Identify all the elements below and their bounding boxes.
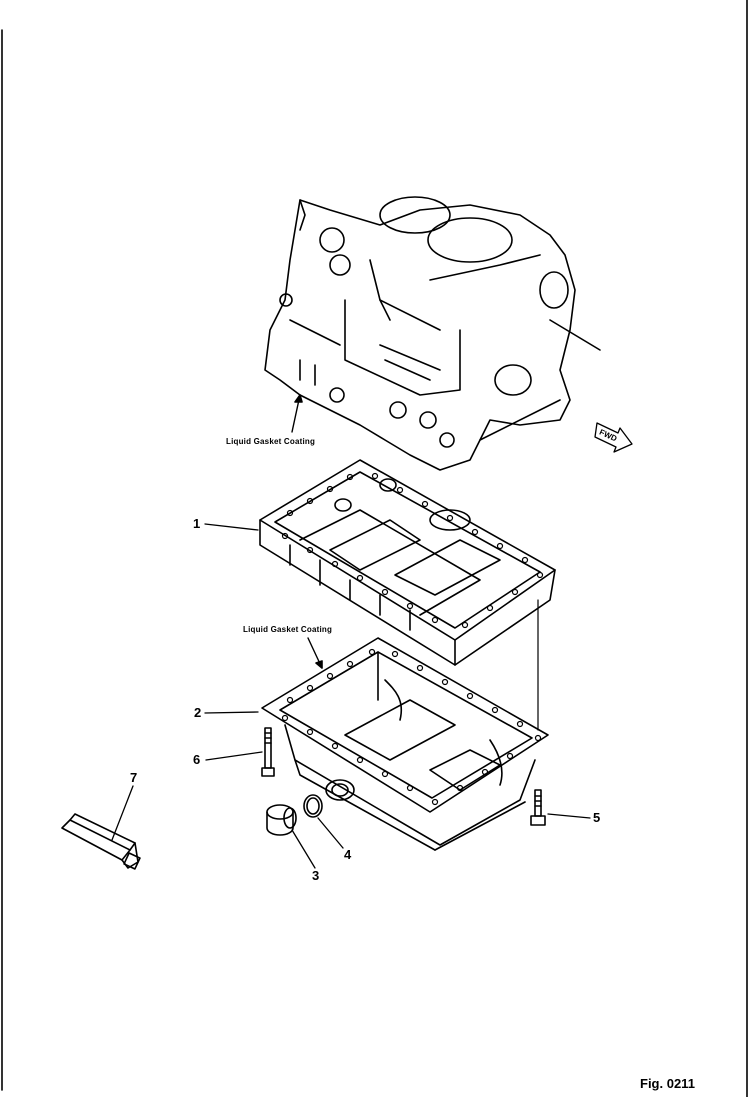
leader-block-coating xyxy=(291,394,303,433)
gasket-tube-7 xyxy=(61,813,141,870)
pan-coating-note: Liquid Gasket Coating xyxy=(243,625,333,634)
part-number-7: 7 xyxy=(130,770,138,785)
part-number-1: 1 xyxy=(193,516,201,531)
fwd-arrow xyxy=(594,422,633,453)
oil-pan-lower xyxy=(261,637,549,851)
o-ring-4 xyxy=(303,794,323,818)
bolt-5 xyxy=(530,789,546,826)
part-number-4: 4 xyxy=(344,847,352,862)
part-number-5: 5 xyxy=(593,810,601,825)
part-leaders xyxy=(111,523,591,869)
engine-block xyxy=(264,196,601,471)
drain-plug-3 xyxy=(266,804,297,836)
leader-pan-coating xyxy=(307,637,323,669)
part-number-2: 2 xyxy=(194,705,202,720)
part-number-3: 3 xyxy=(312,868,320,883)
oil-pan-upper xyxy=(259,459,556,666)
figure-number: Fig. 0211 xyxy=(640,1076,695,1091)
part-number-6: 6 xyxy=(193,752,201,767)
bolt-6 xyxy=(261,727,275,777)
block-coating-note: Liquid Gasket Coating xyxy=(226,437,316,446)
